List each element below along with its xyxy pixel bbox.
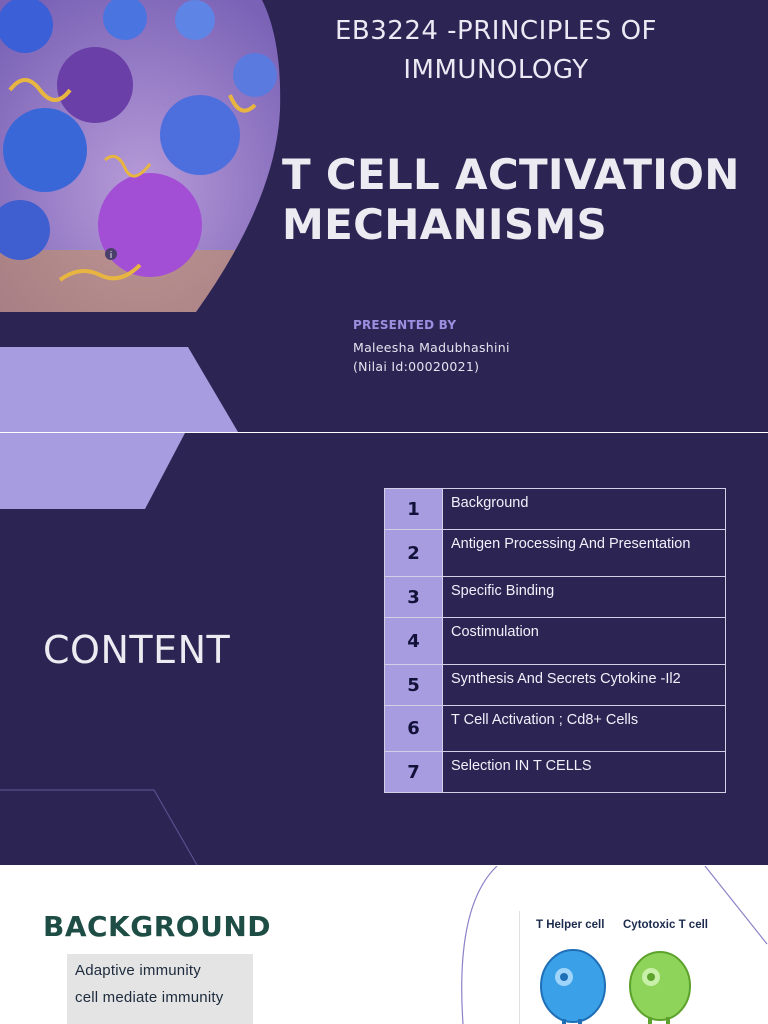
presented-by-label: PRESENTED BY [353,318,457,332]
item-number: 7 [384,751,443,793]
cell-label: Cytotoxic T cell [623,919,708,931]
cell-label: T Helper cell [536,919,605,931]
bullet-text: Adaptive immunity [75,962,201,979]
item-label: T Cell Activation ; Cd8+ Cells [442,705,726,752]
presenter-id: (Nilai Id:00020021) [353,359,480,374]
bullet-text: cell mediate immunity [75,989,224,1006]
t-cell-diagram: T Helper cell Cytotoxic T cell [519,911,720,1024]
cytotoxic-t-cell-icon [629,951,691,1024]
item-number: 4 [384,617,443,665]
presenter-name: Maleesha Madubhashini [353,340,510,355]
decorative-accent-shape [0,347,238,432]
item-label: Antigen Processing And Presentation [442,529,726,577]
item-label: Background [442,488,726,530]
table-row: 5 Synthesis And Secrets Cytokine -Il2 [384,664,726,706]
course-title: EB3224 -PRINCIPLES OF IMMUNOLOGY [334,16,658,85]
background-slide: BACKGROUND Adaptive immunity cell mediat… [0,866,768,1024]
item-label: Costimulation [442,617,726,665]
table-row: 7 Selection IN T CELLS [384,751,726,793]
presenter-info: Maleesha Madubhashini (Nilai Id:00020021… [353,338,510,376]
item-label: Specific Binding [442,576,726,618]
background-bullet-box: Adaptive immunity cell mediate immunity [67,954,253,1024]
title-line-1: T CELL ACTIVATION [282,150,740,199]
item-number: 2 [384,529,443,577]
item-number: 6 [384,705,443,752]
table-row: 3 Specific Binding [384,576,726,618]
protein-membrane-illustration: i [0,0,281,312]
table-row: 2 Antigen Processing And Presentation [384,529,726,577]
title-slide: i EB3224 -PRINCIPLES OF IMMUNOLOGY T CEL… [0,0,768,432]
table-row: 6 T Cell Activation ; Cd8+ Cells [384,705,726,752]
decorative-outline-shape [461,866,768,1024]
decorative-outline-shape [0,789,198,865]
table-row: 1 Background [384,488,726,530]
cell-illustrations [540,949,691,1024]
item-label: Selection IN T CELLS [442,751,726,793]
background-title: BACKGROUND [43,910,272,943]
info-icon[interactable]: i [105,248,117,261]
decorative-accent-shape [0,433,185,509]
content-slide: CONTENT 1 Background 2 Antigen Processin… [0,433,768,865]
content-table: 1 Background 2 Antigen Processing And Pr… [384,488,726,793]
presentation-title: T CELL ACTIVATION MECHANISMS [282,150,768,250]
content-title: CONTENT [43,628,231,672]
item-number: 5 [384,664,443,706]
item-number: 3 [384,576,443,618]
svg-text:i: i [110,251,113,261]
table-row: 4 Costimulation [384,617,726,665]
item-label: Synthesis And Secrets Cytokine -Il2 [442,664,726,706]
item-number: 1 [384,488,443,530]
t-helper-cell-icon [540,949,606,1024]
title-line-2: MECHANISMS [282,200,608,249]
